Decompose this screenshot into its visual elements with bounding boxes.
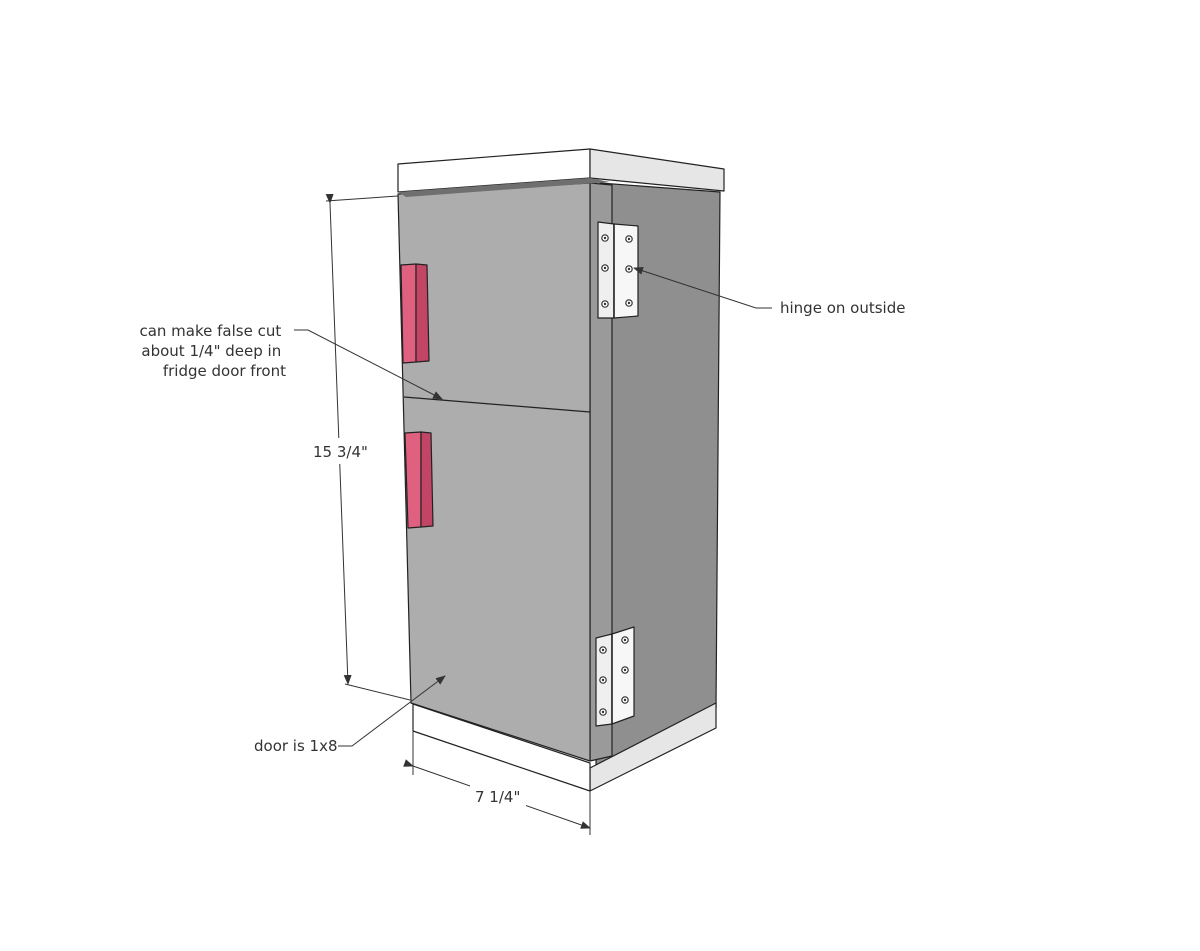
lower-hinge-icon xyxy=(595,626,635,727)
width-dimension-label: 7 1/4" xyxy=(475,788,520,806)
false-cut-note-line-2: about 1/4" deep in xyxy=(141,342,281,360)
top-board-side xyxy=(589,148,725,192)
lower-door-handle-icon xyxy=(404,431,434,529)
door-material-leader xyxy=(338,675,446,747)
height-dimension-label: 15 3/4" xyxy=(313,443,368,461)
height-dimension xyxy=(305,193,411,701)
upper-door-handle-icon xyxy=(400,263,430,364)
false-cut-note-line-1: can make false cut xyxy=(139,322,281,340)
false-cut-leader xyxy=(294,329,443,400)
upper-hinge-icon xyxy=(597,221,639,319)
hinge-note: hinge on outside xyxy=(780,299,905,317)
false-cut-note: can make false cut about 1/4" deep in fr… xyxy=(139,322,286,380)
false-cut-line xyxy=(403,396,591,413)
top-board-shadow xyxy=(398,178,610,197)
width-dimension xyxy=(403,731,591,835)
hinge-leader xyxy=(633,267,772,309)
false-cut-note-line-3: fridge door front xyxy=(163,362,286,380)
door-material-note: door is 1x8 xyxy=(254,737,338,755)
